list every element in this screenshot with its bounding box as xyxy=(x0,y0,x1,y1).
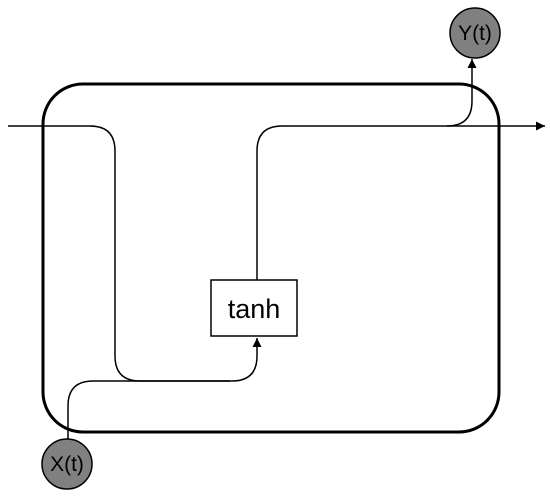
input-node xyxy=(41,438,93,490)
tanh-output-line xyxy=(256,59,477,280)
tanh-box xyxy=(210,279,298,337)
input-node-label: X(t) xyxy=(50,453,84,476)
cell-boundary xyxy=(41,82,501,434)
tanh-label: tanh xyxy=(228,294,281,324)
input-line xyxy=(67,338,262,441)
output-node-label: Y(t) xyxy=(458,22,492,45)
hidden-state-through-line xyxy=(8,125,230,382)
output-node xyxy=(449,7,501,59)
